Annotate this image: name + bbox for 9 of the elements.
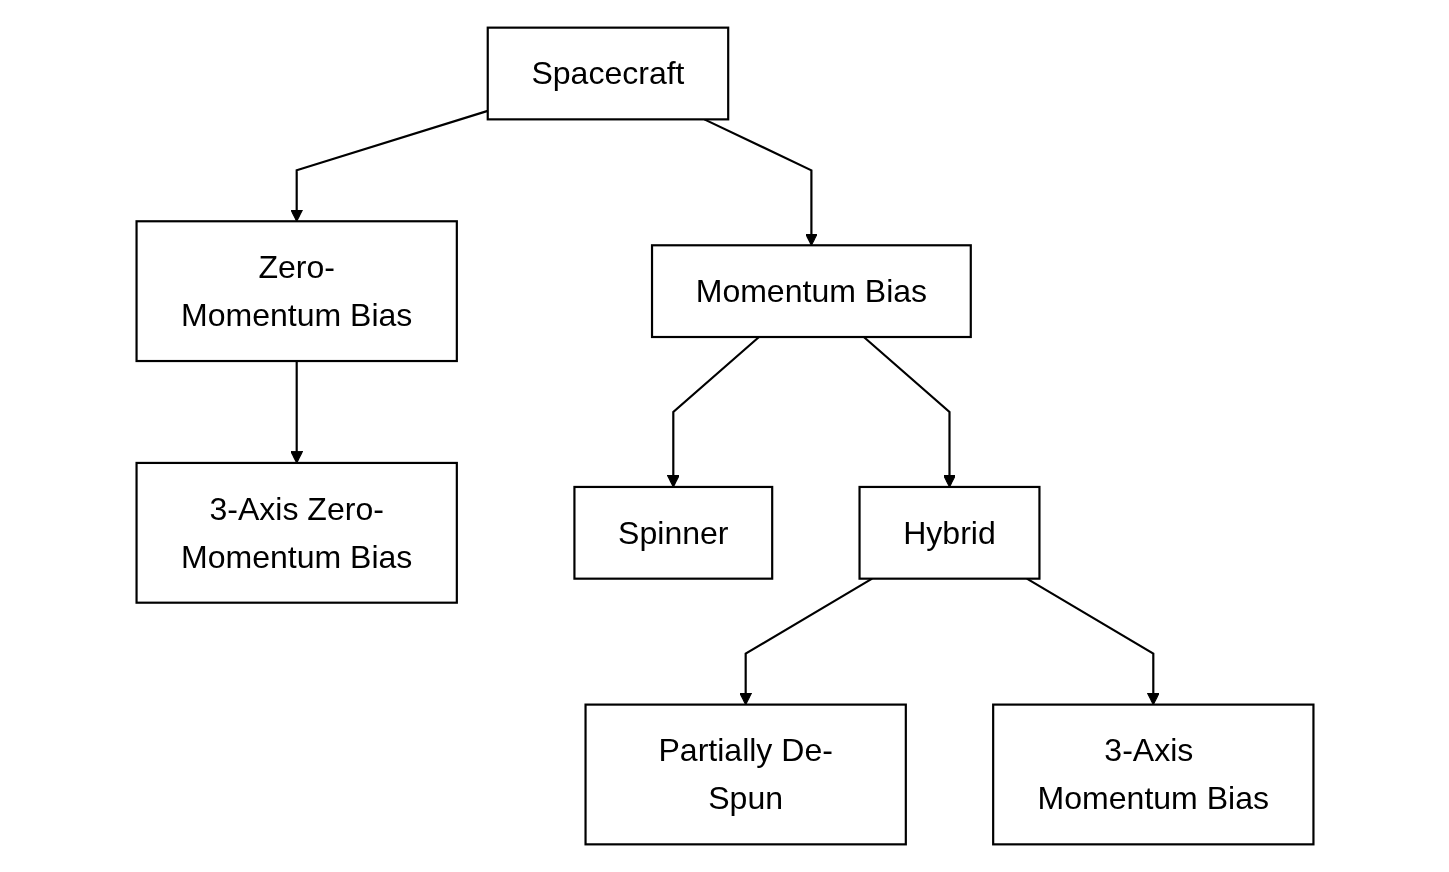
node-box: 3-Axis Zero-Momentum Bias (134, 461, 458, 604)
node-box: Hybrid (857, 485, 1041, 580)
node-box: 3-Axis Momentum Bias (991, 703, 1315, 846)
node-box: Spinner (572, 485, 773, 580)
arrow (289, 109, 488, 222)
node-box: Zero-Momentum Bias (134, 220, 458, 363)
node-box: Momentum Bias (650, 244, 972, 339)
node-box: Partially De-Spun (583, 703, 907, 846)
node-box: Spacecraft (486, 26, 729, 121)
